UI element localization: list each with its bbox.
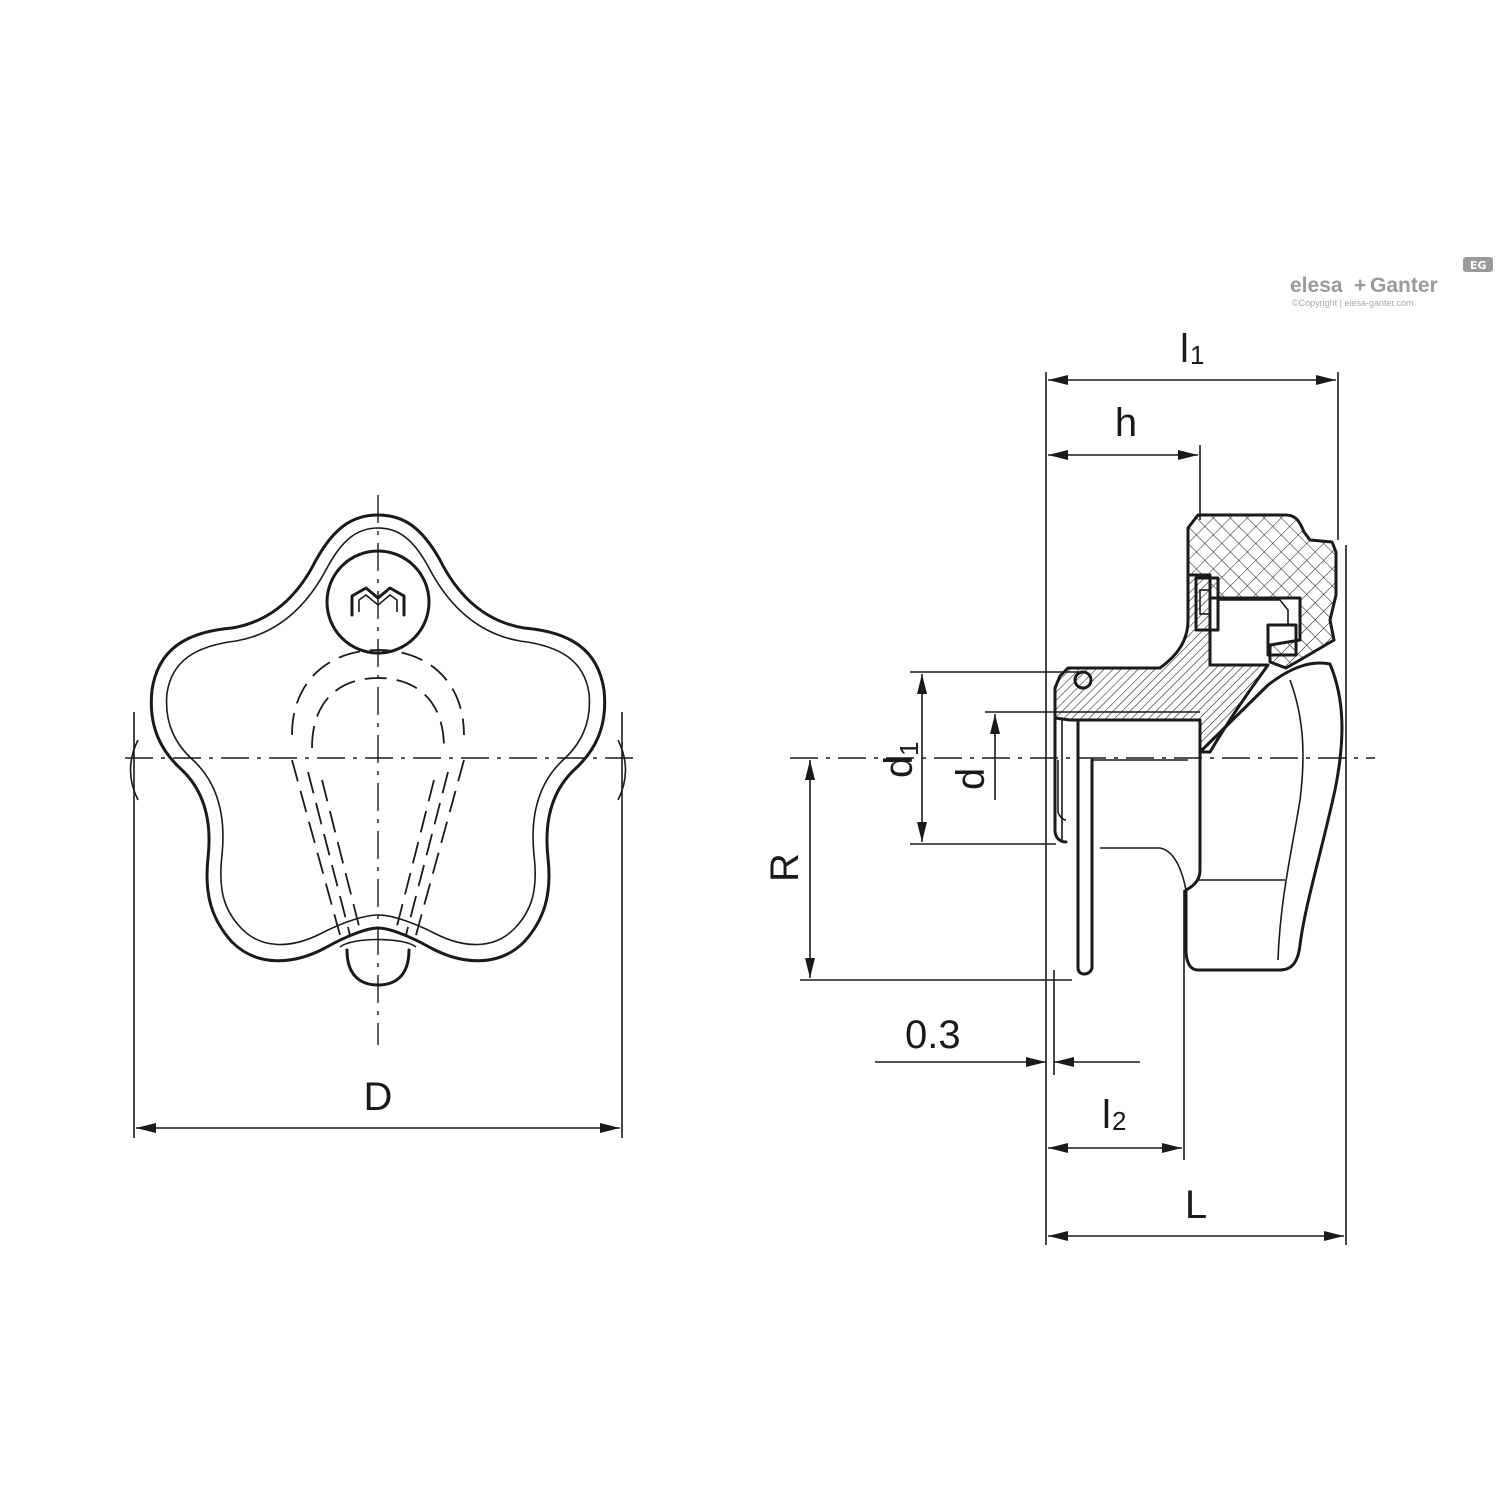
dim-L-label: L <box>1185 1183 1207 1227</box>
side-view: l 1 h d 1 d R 0.3 l 2 <box>763 327 1375 1245</box>
brand-badge <box>1463 257 1493 272</box>
o-ring-icon <box>1073 670 1093 690</box>
brand-plus: + <box>1354 274 1366 297</box>
dim-R-label: R <box>763 853 807 882</box>
dim-l2-label: l <box>1102 1093 1111 1137</box>
dim-d1-subscript: 1 <box>894 742 924 756</box>
emblem-m-icon <box>350 586 406 617</box>
bottom-lobe-inner <box>339 938 417 948</box>
grip-front-face <box>1184 750 1202 892</box>
dim-D-arc-right <box>617 739 627 801</box>
dim-d1-label: d <box>877 756 921 778</box>
dim-l1-label: l <box>1180 327 1189 371</box>
brand-name-right: Ganter <box>1370 274 1438 297</box>
brand-name-left: elesa <box>1290 274 1343 297</box>
dim-R-label-group: R <box>763 853 807 882</box>
star-knob-outline <box>149 513 607 963</box>
dim-h-label: h <box>1115 401 1137 445</box>
washer-face <box>1053 698 1068 844</box>
dim-d1-label-group: d 1 <box>877 742 924 778</box>
hub-section <box>1053 573 1270 754</box>
threaded-stud <box>1076 718 1188 976</box>
dim-D-arc-left <box>129 739 139 801</box>
grip-contour <box>1277 679 1304 961</box>
star-knob-inner-outline <box>165 527 591 946</box>
dim-l2-subscript: 2 <box>1112 1106 1126 1136</box>
dim-gap-label: 0.3 <box>905 1013 961 1057</box>
emblem-circle <box>325 549 431 655</box>
brand-copyright: ©Copyright | elesa-ganter.com <box>1292 298 1414 308</box>
dim-d-label-group: d <box>949 768 993 790</box>
bottom-lobe <box>345 948 411 987</box>
dim-l1-subscript: 1 <box>1190 340 1204 370</box>
grip-neck <box>1100 847 1187 891</box>
knob-cap-section <box>1186 513 1338 670</box>
dim-D-label: D <box>364 1075 393 1119</box>
internal-insert <box>1194 576 1298 657</box>
hidden-pocket-outline <box>291 649 465 936</box>
brand-logo: elesa + Ganter ©Copyright | elesa-ganter… <box>1290 257 1493 308</box>
grip-body-outline <box>1184 661 1344 972</box>
dim-d-label: d <box>949 768 993 790</box>
front-view: D <box>125 495 640 1138</box>
brand-badge-text: EG <box>1470 259 1487 272</box>
